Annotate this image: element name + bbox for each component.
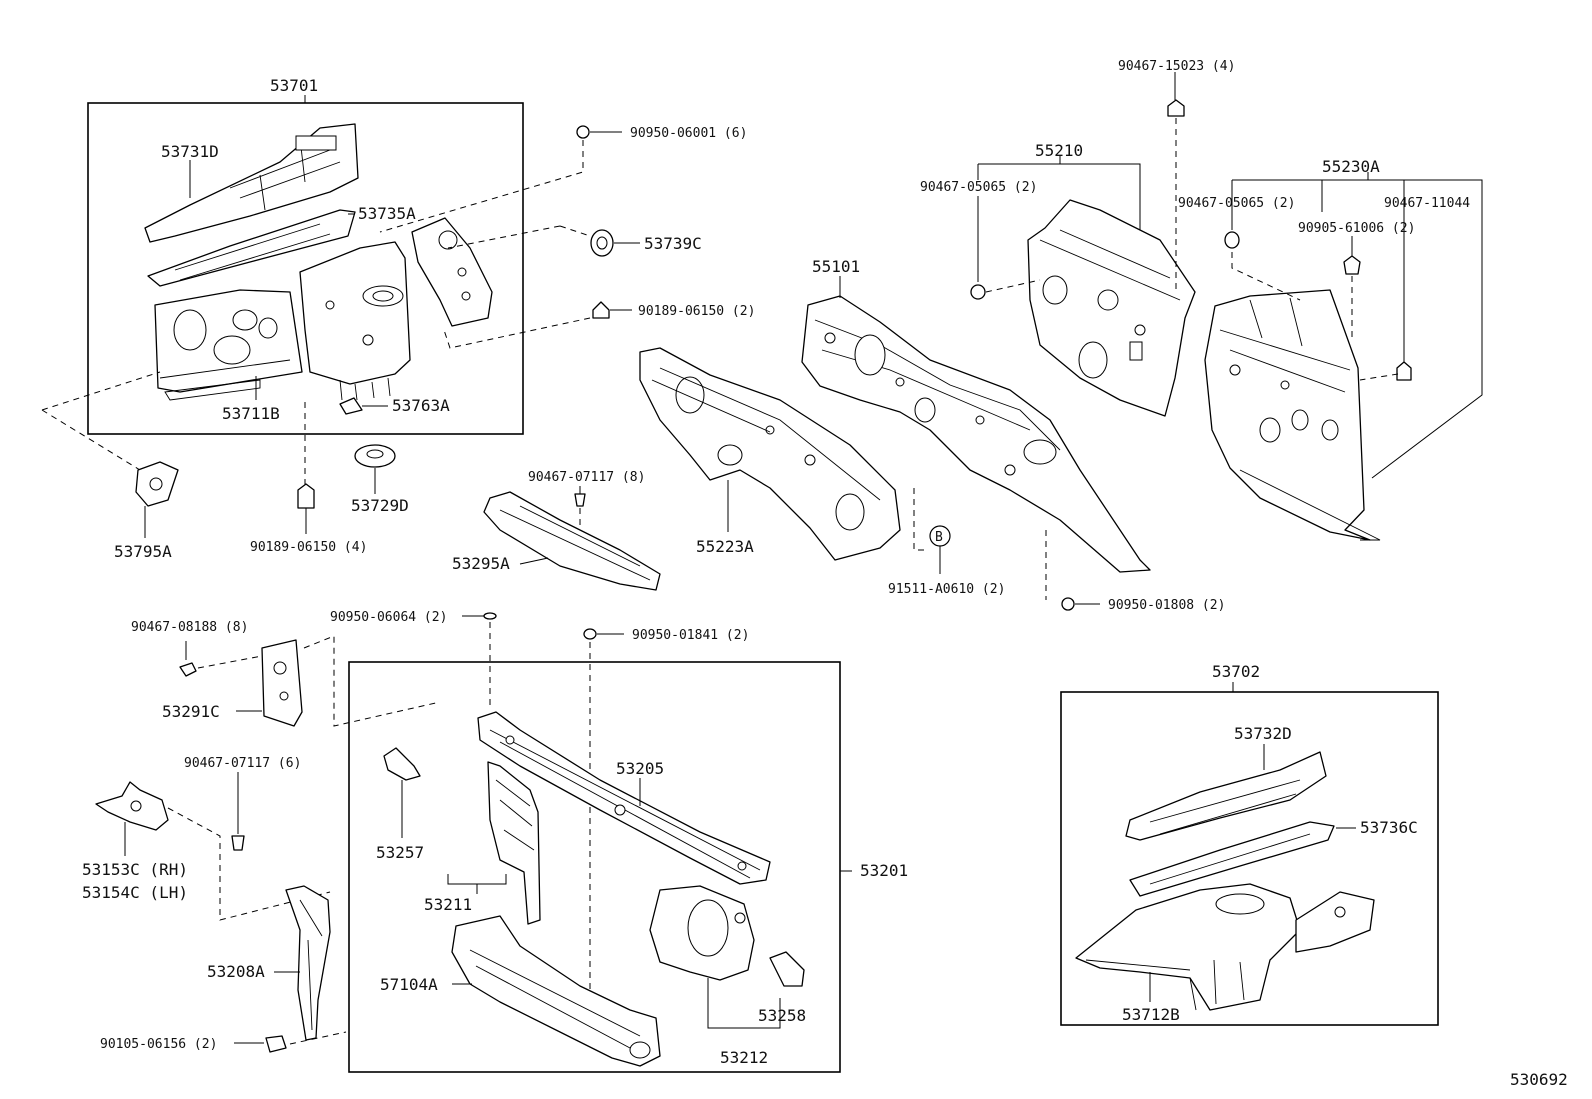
label-53795a: 53795A xyxy=(114,542,172,561)
part-53208a: 53208A xyxy=(207,885,331,1041)
label-53153c: 53153C (RH) xyxy=(82,860,188,879)
part-55230a: 55230A xyxy=(1204,157,1483,541)
part-53701-bracket-drawing xyxy=(411,217,493,327)
part-53731d-drawing xyxy=(144,123,359,243)
label-53702: 53702 xyxy=(1212,662,1260,681)
label-53729d: 53729D xyxy=(351,496,409,515)
label-53711b: 53711B xyxy=(222,404,280,423)
label-53258: 53258 xyxy=(758,1006,806,1025)
part-90189-06150-4: 90189-06150 (4) xyxy=(250,402,367,555)
part-53291c: 53291C xyxy=(162,635,441,727)
label-53208a: 53208A xyxy=(207,962,265,981)
label-53295a: 53295A xyxy=(452,554,510,573)
part-90467-15023-4: 90467-15023 (4) xyxy=(1118,59,1235,290)
part-55101: 55101 xyxy=(801,257,1151,573)
callout-b: B 91511-A0610 (2) xyxy=(888,488,1005,597)
label-90467-11044: 90467-11044 xyxy=(1384,196,1470,211)
label-55210: 55210 xyxy=(1035,141,1083,160)
label-55230a: 55230A xyxy=(1322,157,1380,176)
part-53729d: 53729D xyxy=(351,444,409,515)
label-90950-01808-2: 90950-01808 (2) xyxy=(1108,598,1225,613)
part-53739c: 53739C xyxy=(447,225,702,257)
label-55101: 55101 xyxy=(812,257,860,276)
part-90467-07117-6: 90467-07117 (6) xyxy=(184,756,301,851)
part-55210: 55210 xyxy=(978,141,1196,417)
part-53211-drawing xyxy=(487,761,541,925)
label-53257: 53257 xyxy=(376,843,424,862)
label-90467-07117-8: 90467-07117 (8) xyxy=(528,470,645,485)
part-55230a-drawing xyxy=(1204,289,1371,541)
label-53211: 53211 xyxy=(424,895,472,914)
part-90105-06156-2: 90105-06156 (2) xyxy=(100,1031,347,1053)
label-53291c: 53291C xyxy=(162,702,220,721)
group-53702-frame xyxy=(1060,691,1439,1026)
part-90467-05065-2-a: 90467-05065 (2) xyxy=(920,164,1041,300)
part-55223a-drawing xyxy=(639,347,901,561)
group-53701-frame xyxy=(87,102,524,435)
group-53201: 53201 53205 53257 53211 57104A 53212 xyxy=(348,661,908,1073)
part-90950-01808-2: 90950-01808 (2) xyxy=(1045,530,1225,613)
label-55223a: 55223A xyxy=(696,537,754,556)
label-90950-06001-6: 90950-06001 (6) xyxy=(630,126,747,141)
part-53701-tower-drawing xyxy=(299,241,411,385)
label-53212: 53212 xyxy=(720,1048,768,1067)
part-53712b-drawing xyxy=(1075,883,1301,1011)
label-53735a: 53735A xyxy=(358,204,416,223)
label-53739c: 53739C xyxy=(644,234,702,253)
part-53732d-drawing xyxy=(1125,751,1327,841)
group-53702: 53702 53732D 53736C 53712B xyxy=(1060,662,1439,1026)
part-53795a: 53795A xyxy=(41,371,179,561)
label-90189-06150-4: 90189-06150 (4) xyxy=(250,540,367,555)
label-53154c: 53154C (LH) xyxy=(82,883,188,902)
label-53732d: 53732D xyxy=(1234,724,1292,743)
label-53201: 53201 xyxy=(860,861,908,880)
label-53763a: 53763A xyxy=(392,396,450,415)
part-53153c-53154c: 53153C (RH) 53154C (LH) xyxy=(82,781,331,921)
part-57104a-drawing xyxy=(451,915,661,1067)
part-90950-06064-2: 90950-06064 (2) xyxy=(330,610,497,708)
part-55223a: 55223A xyxy=(639,347,901,561)
label-90467-07117-6: 90467-07117 (6) xyxy=(184,756,301,771)
label-90467-08188-8: 90467-08188 (8) xyxy=(131,620,248,635)
group-53701: 53701 53731D 53735A 53711B 53763A xyxy=(87,76,524,435)
part-53258-drawing xyxy=(769,951,805,987)
part-90467-08188-8: 90467-08188 (8) xyxy=(131,620,263,677)
label-91511-a0610-2: 91511-A0610 (2) xyxy=(888,582,1005,597)
part-90950-01841-2: 90950-01841 (2) xyxy=(583,628,749,1020)
label-53731d: 53731D xyxy=(161,142,219,161)
diagram-id: 530692 xyxy=(1510,1070,1568,1089)
label-90467-05065-2-b: 90467-05065 (2) xyxy=(1178,196,1295,211)
label-53736c: 53736C xyxy=(1360,818,1418,837)
label-53205: 53205 xyxy=(616,759,664,778)
part-53257-drawing xyxy=(383,747,421,781)
part-90467-07117-8: 90467-07117 (8) xyxy=(528,470,645,530)
part-55101-drawing xyxy=(801,295,1151,573)
label-53712b: 53712B xyxy=(1122,1005,1180,1024)
label-90467-05065-2-a: 90467-05065 (2) xyxy=(920,180,1037,195)
label-90105-06156-2: 90105-06156 (2) xyxy=(100,1037,217,1052)
group-53201-frame xyxy=(348,661,841,1073)
label-90950-06064-2: 90950-06064 (2) xyxy=(330,610,447,625)
part-53205-drawing xyxy=(477,711,771,885)
part-90467-11044: 90467-11044 xyxy=(1359,196,1470,381)
part-53736c-drawing xyxy=(1129,821,1335,897)
callout-b-symbol: B xyxy=(935,530,943,545)
label-90189-06150-2: 90189-06150 (2) xyxy=(638,304,755,319)
label-90467-15023-4: 90467-15023 (4) xyxy=(1118,59,1235,74)
label-57104a: 57104A xyxy=(380,975,438,994)
part-90467-05065-2-b: 90467-05065 (2) xyxy=(1178,180,1301,301)
part-90950-06001-6: 90950-06001 (6) xyxy=(379,125,747,233)
label-53701: 53701 xyxy=(270,76,318,95)
part-53763a-drawing xyxy=(339,397,363,415)
label-90950-01841-2: 90950-01841 (2) xyxy=(632,628,749,643)
part-90905-61006-2: 90905-61006 (2) xyxy=(1298,221,1415,340)
label-90905-61006-2: 90905-61006 (2) xyxy=(1298,221,1415,236)
part-53295a-drawing xyxy=(483,491,661,591)
part-90189-06150-2: 90189-06150 (2) xyxy=(443,301,755,349)
part-53295a: 53295A xyxy=(452,491,661,591)
